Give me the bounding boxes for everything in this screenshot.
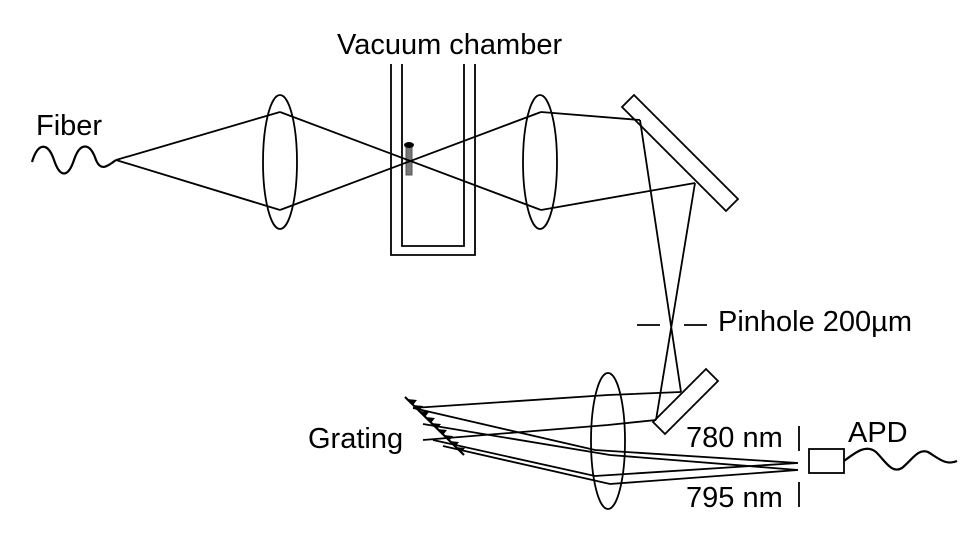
fiber-label: Fiber [36, 110, 102, 142]
mirror-2 [651, 367, 720, 436]
lens-1 [262, 94, 298, 230]
vacuum-chamber-outer-wall [390, 64, 476, 256]
vacuum-chamber-label: Vacuum chamber [337, 29, 562, 61]
vacuum-chamber-inner-wall [401, 64, 465, 247]
sample-tip [404, 142, 414, 148]
input-fiber [30, 145, 117, 175]
grating-label: Grating [308, 423, 403, 455]
apd-label: APD [848, 417, 908, 449]
beam-lens2-to-mirror1 [540, 111, 696, 211]
beam-diffracted-780nm [412, 407, 799, 477]
beam-mirror1-to-mirror2 [639, 119, 696, 421]
mirror-1 [620, 93, 740, 213]
output-fiber [843, 447, 958, 471]
lens-2 [522, 94, 558, 230]
wavelength-795-label: 795 nm [686, 482, 783, 514]
apd-detector [808, 448, 845, 474]
lens-3 [590, 372, 626, 510]
wavelength-780-label: 780 nm [686, 422, 783, 454]
beam-through-chamber [279, 111, 542, 211]
beam-mirror2-to-grating [412, 391, 682, 441]
beam-diffracted-795nm [422, 423, 799, 485]
beam-fiber-to-lens1 [115, 111, 281, 211]
pinhole-label: Pinhole 200µm [718, 306, 912, 338]
